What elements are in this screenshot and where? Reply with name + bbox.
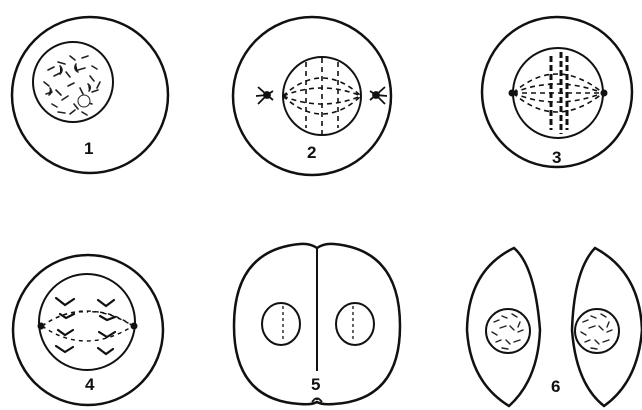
left-daughter-nucleus-icon (486, 309, 530, 353)
spindle-fibers (513, 74, 603, 112)
right-centrosome-icon (601, 90, 608, 97)
right-daughter-nucleus-icon (575, 309, 619, 353)
stage-6: 6 (467, 248, 642, 406)
stage-1: 1 (12, 17, 168, 173)
nucleolus (78, 95, 90, 107)
stage-label-5: 5 (311, 375, 320, 394)
stage-label-2: 2 (307, 143, 316, 162)
right-aster-icon (370, 87, 387, 104)
chromatin-texture (44, 56, 100, 115)
spindle-fibers (42, 311, 133, 341)
stage-label-4: 4 (85, 375, 95, 394)
right-daughter-nucleus-icon (336, 303, 374, 345)
right-centrosome-icon (131, 323, 138, 330)
nucleus-icon (33, 42, 113, 122)
left-centrosome-icon (509, 90, 516, 97)
cell-membrane (482, 17, 632, 167)
left-centrosome-icon (38, 323, 45, 330)
separating-chromosomes (56, 298, 115, 354)
stage-label-3: 3 (552, 148, 561, 167)
stage-label-1: 1 (84, 139, 93, 158)
nucleus-envelope (39, 274, 135, 370)
stage-3: 3 (482, 17, 632, 167)
left-daughter-nucleus-icon (262, 303, 300, 345)
stage-4: 4 (13, 255, 163, 405)
left-aster-icon (256, 87, 273, 104)
stage-5: 5 (234, 244, 400, 404)
stage-2: 2 (233, 17, 391, 175)
stage-label-6: 6 (551, 377, 560, 396)
